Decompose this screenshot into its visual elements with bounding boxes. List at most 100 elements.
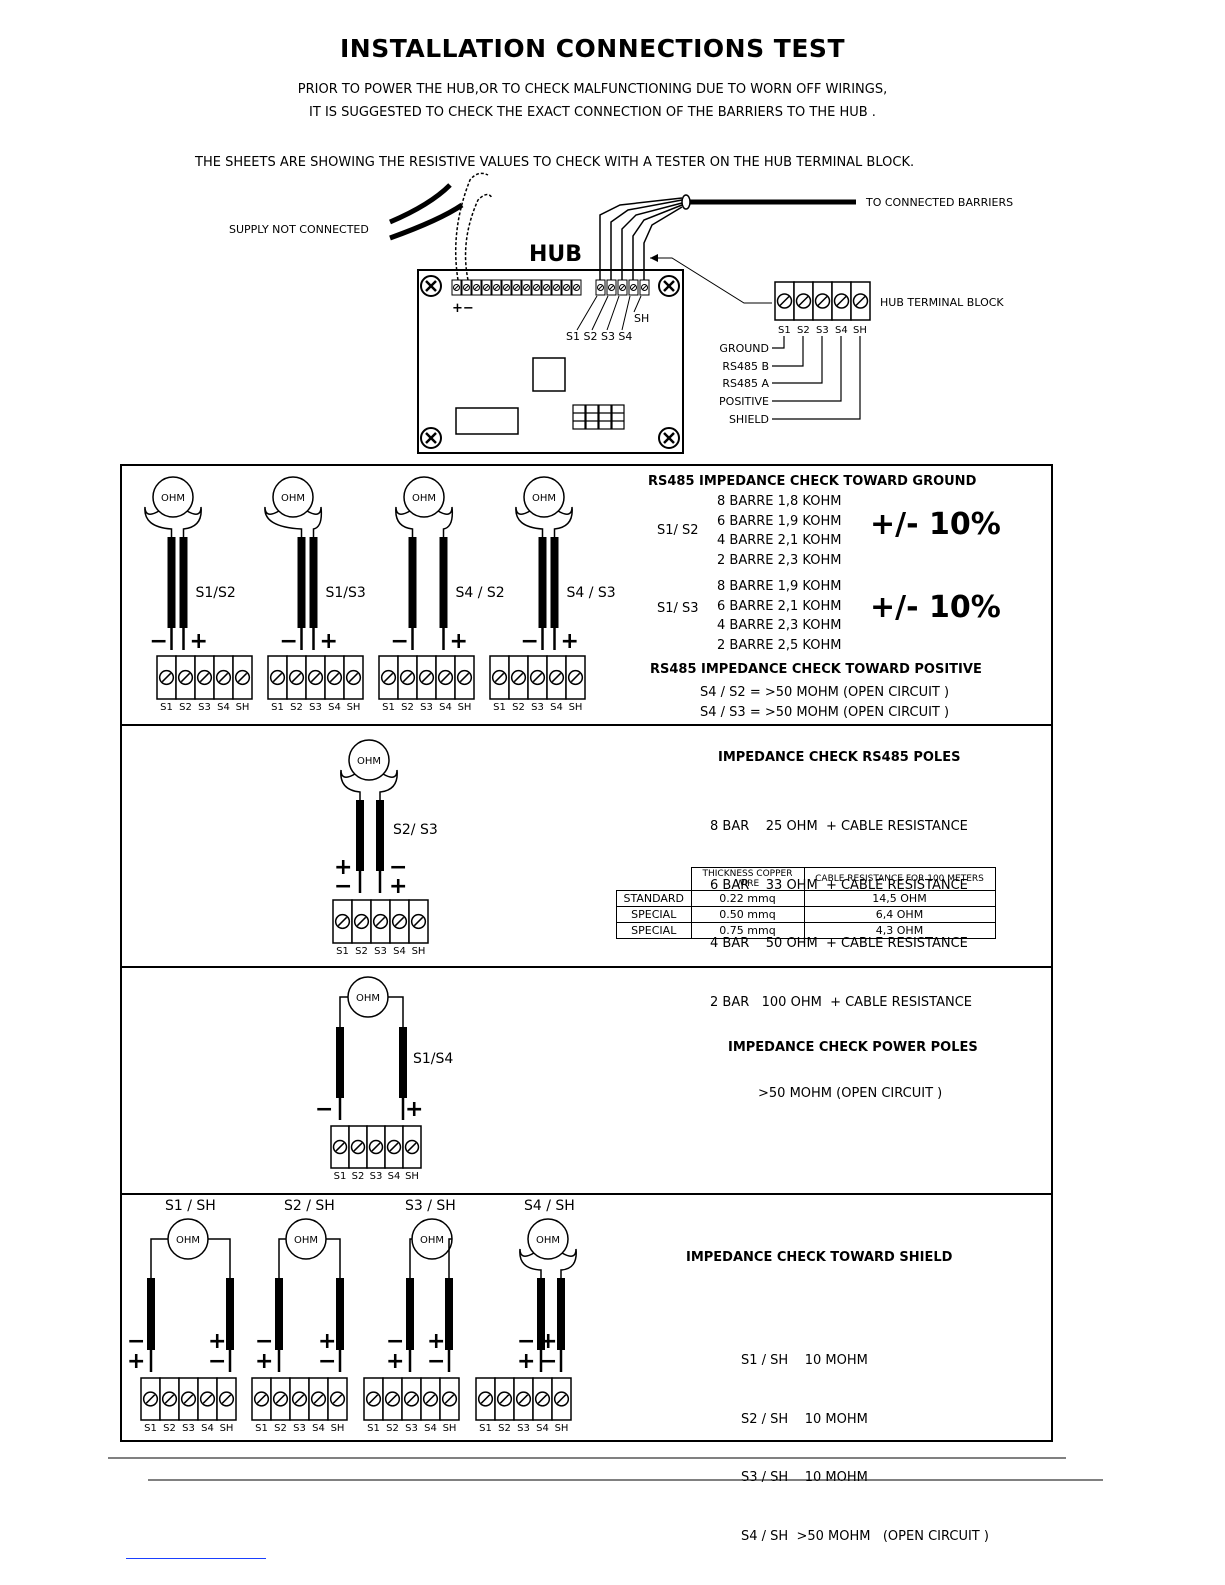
hub-terminal-text: S1 S2 S3 S4	[566, 330, 632, 343]
legend-positive: POSITIVE	[719, 395, 769, 408]
terminal-label: S1	[144, 1423, 157, 1434]
minus-sign: −	[280, 629, 298, 654]
probe	[408, 537, 417, 628]
minus-sign: −	[391, 629, 409, 654]
minus-sign: −	[539, 1349, 557, 1374]
terminal-label: S2	[498, 1423, 511, 1434]
page-title: INSTALLATION CONNECTIONS TEST	[340, 34, 845, 63]
cell-type: STANDARD	[616, 890, 692, 907]
terminal-label: S3	[309, 702, 322, 713]
probe	[336, 1278, 344, 1350]
rs485-poles-heading-text: IMPEDANCE CHECK RS485 POLES	[718, 750, 961, 765]
probe	[297, 537, 306, 628]
cell-resistance: 14,5 OHM	[803, 890, 996, 907]
terminal-label: SH	[443, 1423, 457, 1434]
ohm-meter-s1-4: OHM	[515, 476, 573, 650]
terminal-label: SH	[347, 702, 361, 713]
probe	[226, 1278, 234, 1350]
s1s2-rows: 8 BARRE 1,8 KOHM 6 BARRE 1,9 KOHM 4 BARR…	[717, 492, 841, 570]
ohm-meter-icon	[152, 476, 194, 518]
probe	[147, 1278, 155, 1350]
probe-label: S1/S4	[413, 1051, 453, 1067]
terminal-label: S4	[424, 1423, 437, 1434]
terminal-label: SH	[220, 1423, 234, 1434]
ohm-meter-s4-1: OHM	[147, 1218, 234, 1372]
terminal-label: S1	[160, 702, 173, 713]
terminal-label: S1	[479, 1423, 492, 1434]
terminal-label: S1	[367, 1423, 380, 1434]
positive-row: S4 / S2 = >50 MOHM (OPEN CIRCUIT )	[700, 685, 950, 700]
probe	[439, 537, 448, 628]
plus-sign: +	[318, 1329, 336, 1354]
table-row: SPECIAL 0.50 mmq 6,4 OHM	[616, 906, 996, 923]
terminal-label: S3	[374, 946, 387, 957]
probe	[538, 537, 547, 628]
ohm-meter-s4-4: OHM	[519, 1218, 577, 1372]
s1s3-row: 8 BARRE 1,9 KOHM	[717, 579, 842, 594]
minus-sign: −	[150, 629, 168, 654]
positive-row: S4 / S3 = >50 MOHM (OPEN CIRCUIT )	[700, 704, 950, 720]
tb-label-s3: S3	[816, 325, 829, 336]
positive-rows: S4 / S2 = >50 MOHM (OPEN CIRCUIT ) S4 / …	[700, 683, 949, 722]
probe	[167, 537, 176, 628]
terminal-label: SH	[569, 702, 583, 713]
meter-label: OHM	[356, 993, 380, 1004]
minus-sign: −	[389, 855, 407, 880]
terminal-label: S1	[493, 702, 506, 713]
minus-sign: −	[318, 1349, 336, 1374]
probe-label: S4 / SH	[524, 1198, 575, 1214]
terminal-label: S3	[198, 702, 211, 713]
intro-line-1: PRIOR TO POWER THE HUB,OR TO CHECK MALFU…	[297, 82, 888, 97]
power-poles-heading: IMPEDANCE CHECK POWER POLES	[728, 1038, 978, 1058]
table-row: SPECIAL 0.75 mmq 4,3 OHM	[616, 922, 996, 939]
probe-label: S1/S3	[326, 585, 366, 601]
positive-heading-text: RS485 IMPEDANCE CHECK TOWARD POSITIVE	[650, 662, 982, 677]
probe-label: S3 / SH	[405, 1198, 456, 1214]
meter-label: OHM	[176, 1235, 200, 1246]
table-header-row: THICKNESS COPPER WIRE CABLE RESISTANCE F…	[617, 867, 996, 891]
positive-check-heading: RS485 IMPEDANCE CHECK TOWARD POSITIVE	[650, 660, 982, 680]
s1s2-label: S1/ S2	[657, 523, 699, 538]
terminal-label: S3	[370, 1171, 383, 1182]
terminal-label: S1	[271, 702, 284, 713]
ohm-meter-s1-2: OHM	[264, 476, 323, 650]
plus-sign: +	[561, 629, 579, 654]
probe	[537, 1278, 545, 1350]
probe	[445, 1278, 453, 1350]
barriers-label: TO CONNECTED BARRIERS	[865, 196, 1013, 209]
minus-sign: −	[255, 1329, 273, 1354]
probe	[336, 1027, 344, 1098]
legend-rs485-a: RS485 A	[722, 377, 769, 390]
s1s3-row: 6 BARRE 2,1 KOHM	[717, 598, 842, 614]
s1s3-row: 2 BARRE 2,5 KOHM	[717, 637, 842, 653]
col-thickness: THICKNESS COPPER WIRE	[690, 867, 805, 891]
terminal-label: SH	[236, 702, 250, 713]
meter-label: OHM	[281, 493, 305, 504]
ohm-meter-icon	[527, 1218, 569, 1260]
s1s2-row: 8 BARRE 1,8 KOHM	[717, 494, 842, 509]
terminal-label: SH	[458, 702, 472, 713]
terminal-label: S2	[290, 702, 303, 713]
ohm-meter-icon	[272, 476, 314, 518]
legend-shield: SHIELD	[729, 413, 769, 426]
terminal-label: S3	[531, 702, 544, 713]
plus-sign: +	[539, 1329, 557, 1354]
meter-label: OHM	[412, 493, 436, 504]
cell-type: SPECIAL	[616, 906, 692, 923]
terminal-label: S3	[405, 1423, 418, 1434]
ohm-meter-s2: OHM	[340, 739, 398, 893]
table-row: STANDARD 0.22 mmq 14,5 OHM	[616, 890, 996, 907]
minus-sign: −	[208, 1349, 226, 1374]
terminal-label: S1	[255, 1423, 268, 1434]
plus-sign: +	[386, 1349, 404, 1374]
cell-type: SPECIAL	[616, 922, 692, 939]
ohm-meter-s1-1: OHM	[144, 476, 202, 650]
s1s3-row: 4 BARRE 2,3 KOHM	[717, 618, 842, 633]
hub-sh-text: SH	[634, 312, 649, 325]
terminal-label: S2	[352, 1171, 365, 1182]
